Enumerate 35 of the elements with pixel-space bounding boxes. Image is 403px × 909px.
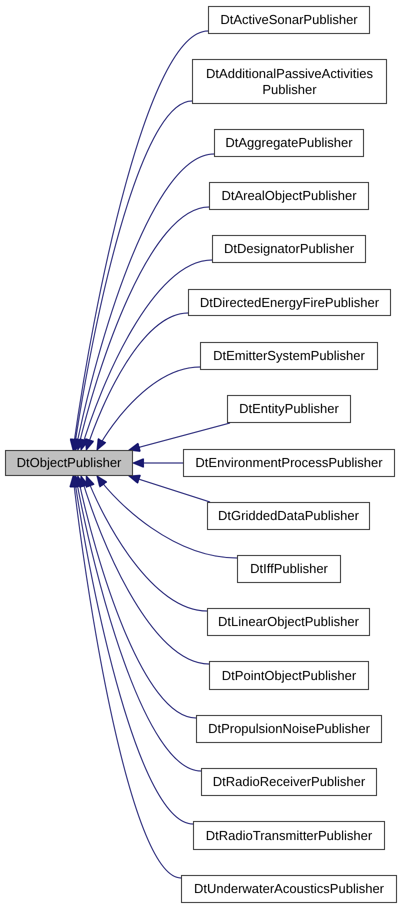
inheritance-arrow [76,206,210,450]
class-box: DtAggregatePublisher [214,129,364,157]
inheritance-arrow [132,458,184,468]
inheritance-arrow [70,30,208,450]
class-box: DtGriddedDataPublisher [207,502,370,530]
class-box: DtPropulsionNoisePublisher [196,715,382,743]
inheritance-arrow [75,476,196,718]
inheritance-arrow [96,476,238,558]
class-box: DtLinearObjectPublisher [207,608,370,636]
class-box: DtRadioTransmitterPublisher [193,821,385,850]
inheritance-arrow [86,476,208,612]
class-box: DtArealObjectPublisher [209,182,369,210]
inheritance-arrow [73,154,214,450]
inheritance-arrow [79,476,210,664]
inheritance-arrow [70,476,194,824]
inheritance-arrow [85,312,188,450]
class-box: DtObjectPublisher [5,450,133,476]
class-box: DtIffPublisher [237,555,341,583]
inheritance-arrow [128,474,210,502]
class-box: DtUnderwaterAcousticsPublisher [181,875,397,903]
class-box: DtDirectedEnergyFirePublisher [188,289,391,316]
class-box: DtEntityPublisher [227,395,351,423]
class-box: DtEnvironmentProcessPublisher [183,449,395,477]
inheritance-arrow [72,476,202,772]
class-box: DtDesignatorPublisher [212,235,366,263]
class-box: DtEmitterSystemPublisher [200,342,378,370]
inheritance-arrow [128,422,230,452]
inheritance-arrow [80,260,212,450]
class-box: DtAdditionalPassiveActivities Publisher [192,59,387,104]
inheritance-arrow [70,100,192,450]
class-box: DtPointObjectPublisher [209,661,369,690]
class-box: DtRadioReceiverPublisher [201,768,377,796]
inheritance-arrow [96,366,200,450]
class-box: DtActiveSonarPublisher [208,6,370,34]
inheritance-arrow [69,476,182,878]
